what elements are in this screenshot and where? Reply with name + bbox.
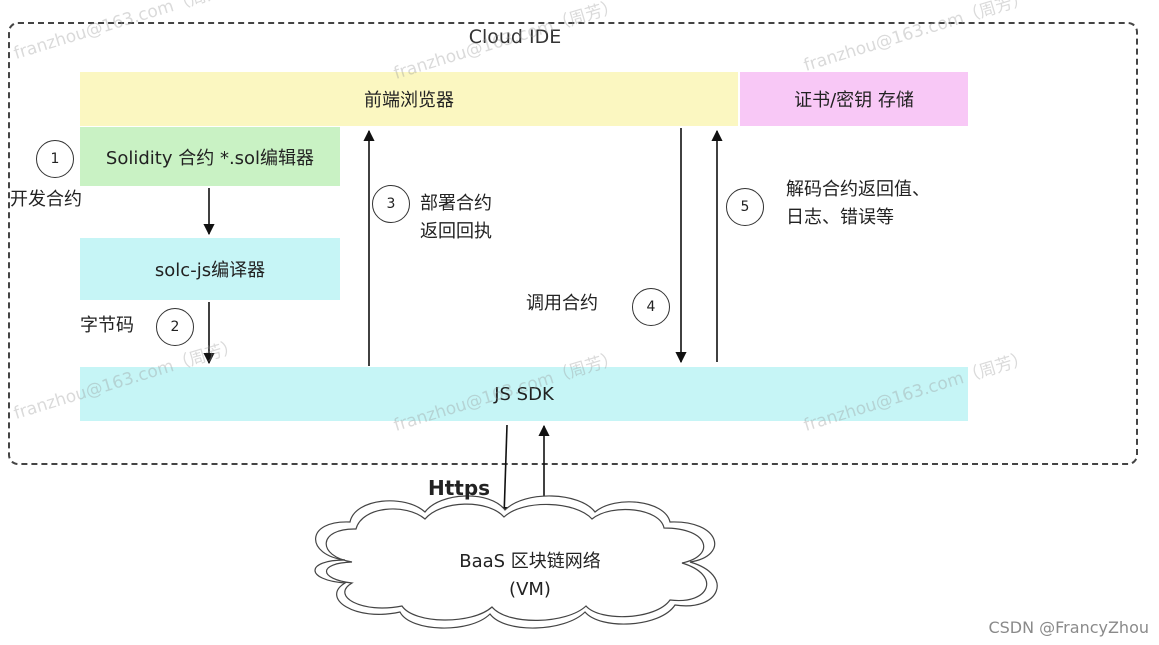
editor-box: Solidity 合约 *.sol编辑器 xyxy=(80,127,340,186)
sdk-box: JS SDK xyxy=(80,367,968,421)
step-5-label-line2: 日志、错误等 xyxy=(786,207,894,228)
browser-box: 前端浏览器 xyxy=(80,72,738,126)
network-label-line1: BaaS 区块链网络 xyxy=(459,551,601,572)
cert-storage-box: 证书/密钥 存储 xyxy=(740,72,968,126)
step-3-marker: 3 xyxy=(372,185,410,223)
step-4-marker: 4 xyxy=(632,288,670,326)
diagram-title: Cloud IDE xyxy=(468,26,562,48)
step-2-label: 字节码 xyxy=(80,315,134,336)
cloud-ide-frame xyxy=(8,22,1138,465)
cert-storage-label: 证书/密钥 存储 xyxy=(794,90,914,111)
step-3-label-line1: 部署合约 xyxy=(420,193,492,214)
sdk-label: JS SDK xyxy=(494,383,554,405)
arrow-sdk-to-network xyxy=(498,424,510,519)
network-label-line2: (VM) xyxy=(509,579,551,600)
step-5-label-line1: 解码合约返回值、 xyxy=(786,179,930,200)
browser-label: 前端浏览器 xyxy=(364,90,454,111)
step-5-marker: 5 xyxy=(726,188,764,226)
step-3-label: 部署合约 返回回执 xyxy=(420,190,492,246)
network-cloud-shape xyxy=(314,495,718,629)
compiler-box: solc-js编译器 xyxy=(80,238,340,300)
step-4-label: 调用合约 xyxy=(526,293,598,314)
step-2-marker: 2 xyxy=(156,308,194,346)
network-label: BaaS 区块链网络 (VM) xyxy=(400,548,660,604)
step-3-label-line2: 返回回执 xyxy=(420,221,492,242)
step-1-label: 开发合约 xyxy=(10,189,82,210)
compiler-label: solc-js编译器 xyxy=(154,260,266,281)
protocol-label: Https xyxy=(428,476,491,500)
footer-credit: CSDN @FrancyZhou xyxy=(988,618,1149,637)
step-1-marker: 1 xyxy=(36,140,74,178)
step-5-label: 解码合约返回值、 日志、错误等 xyxy=(786,176,930,232)
editor-label: Solidity 合约 *.sol编辑器 xyxy=(105,147,315,169)
